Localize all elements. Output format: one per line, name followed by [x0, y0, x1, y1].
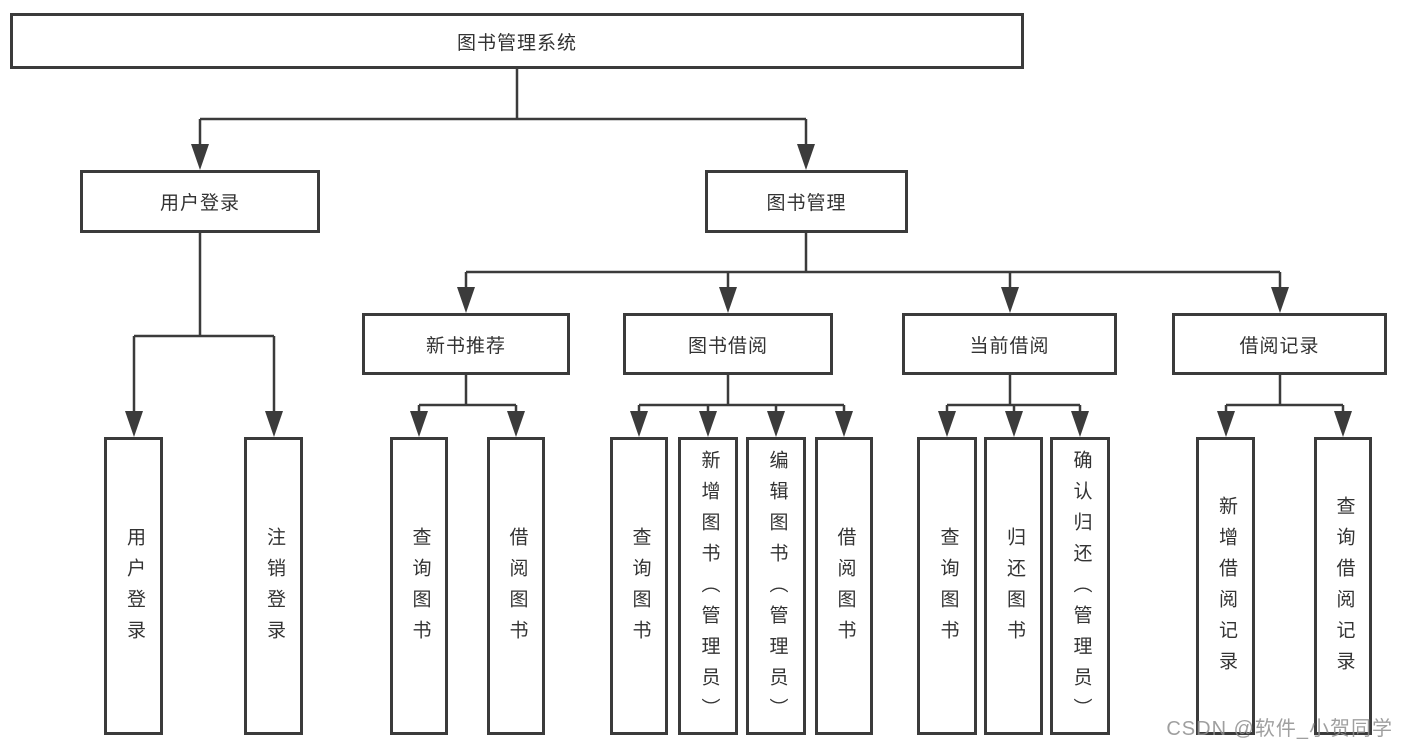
node-label: 当前借阅 [969, 335, 1050, 357]
node-label: 新增图书（管理员） [698, 449, 720, 729]
node-label: 查询图书 [409, 527, 431, 651]
node-library-management-system: 图书管理系统 [10, 13, 1024, 69]
node-label: 新增借阅记录 [1215, 496, 1237, 682]
arrowheads [125, 144, 1352, 437]
leaf-rec-query-books: 查询图书 [390, 437, 448, 735]
leaf-logout: 注销登录 [244, 437, 303, 735]
node-label: 用户登录 [159, 193, 240, 214]
node-label: 新书推荐 [425, 335, 506, 357]
connector-path [132, 69, 1345, 413]
node-book-borrowing: 图书借阅 [623, 313, 833, 375]
leaf-bb-borrow-books: 借阅图书 [815, 437, 873, 735]
leaf-cb-confirm-return-admin: 确认归还（管理员） [1050, 437, 1110, 735]
leaf-bb-add-books-admin: 新增图书（管理员） [678, 437, 738, 735]
node-label: 查询图书 [629, 527, 651, 651]
leaf-bb-query-books: 查询图书 [610, 437, 668, 735]
node-label: 图书借阅 [687, 335, 768, 357]
node-new-book-recommendation: 新书推荐 [362, 313, 570, 375]
leaf-br-query-record: 查询借阅记录 [1314, 437, 1372, 735]
node-label: 确认归还（管理员） [1070, 449, 1092, 729]
node-user-login: 用户登录 [80, 170, 320, 233]
leaf-br-add-record: 新增借阅记录 [1196, 437, 1255, 735]
node-label: 用户登录 [123, 527, 145, 651]
leaf-rec-borrow-books: 借阅图书 [487, 437, 545, 735]
node-label: 借阅图书 [506, 527, 528, 651]
node-current-borrowing: 当前借阅 [902, 313, 1117, 375]
node-label: 归还图书 [1003, 527, 1025, 651]
leaf-cb-query-books: 查询图书 [917, 437, 977, 735]
node-label: 查询图书 [937, 527, 959, 651]
watermark: CSDN @软件_小贺同学 [1166, 718, 1393, 740]
node-label: 图书管理 [766, 193, 847, 214]
node-book-management: 图书管理 [705, 170, 908, 233]
node-label: 查询借阅记录 [1333, 496, 1355, 682]
node-label: 注销登录 [263, 527, 285, 651]
node-label: 借阅记录 [1239, 335, 1320, 357]
leaf-user-login: 用户登录 [104, 437, 163, 735]
leaf-cb-return-books: 归还图书 [984, 437, 1043, 735]
node-borrowing-records: 借阅记录 [1172, 313, 1387, 375]
node-label: 图书管理系统 [456, 32, 577, 54]
leaf-bb-edit-books-admin: 编辑图书（管理员） [746, 437, 806, 735]
node-label: 编辑图书（管理员） [766, 449, 788, 729]
node-label: 借阅图书 [834, 527, 856, 651]
